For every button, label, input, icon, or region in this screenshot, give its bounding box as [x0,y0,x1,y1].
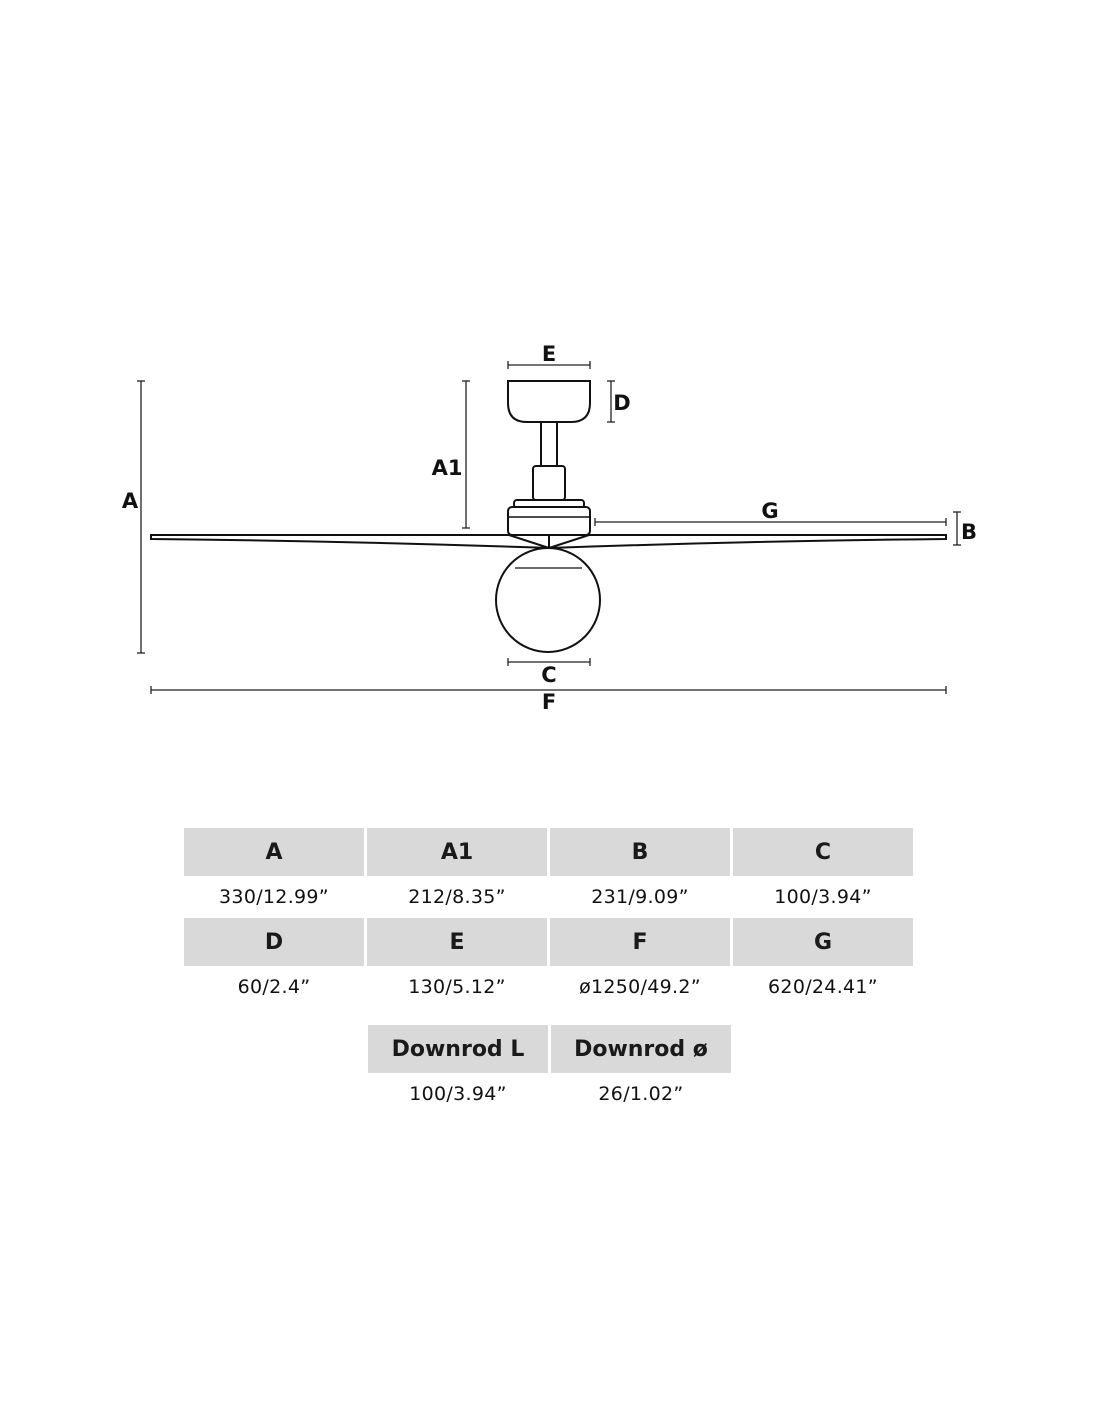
blade-left [150,534,550,549]
downrod [540,421,558,468]
blade-right [548,534,947,549]
spec-header-d: D [184,918,364,966]
dimension-labels: E D A1 A G B C F [122,342,977,714]
dim-label-a1: A1 [432,456,463,480]
spec-header-a1: A1 [367,828,547,876]
downrod-value-length: 100/3.94” [409,1083,507,1105]
fan-drawing [150,380,947,653]
dim-label-b: B [961,520,977,544]
motor-coupler [532,465,566,501]
spec-header-b: B [550,828,730,876]
downrod-header-length: Downrod L [368,1025,548,1073]
downrod-value-diameter: 26/1.02” [598,1083,684,1105]
motor-housing [507,506,591,536]
spec-value-f: ø1250/49.2” [579,976,701,998]
spec-value-d: 60/2.4” [237,976,311,998]
dim-label-a: A [122,489,139,513]
spec-value-e: 130/5.12” [408,976,506,998]
ceiling-canopy [507,380,591,423]
dim-label-d: D [613,391,630,415]
spec-header-f: F [550,918,730,966]
spec-value-g: 620/24.41” [768,976,878,998]
dim-label-e: E [542,342,556,366]
fan-dimension-diagram: E D A1 A G B C F [122,342,977,714]
dim-label-c: C [541,663,556,687]
spec-value-a: 330/12.99” [219,886,329,908]
dimension-lines [137,361,961,694]
spec-header-e: E [367,918,547,966]
spec-value-a1: 212/8.35” [408,886,506,908]
spec-value-b: 231/9.09” [591,886,689,908]
spec-header-g: G [733,918,913,966]
dim-label-f: F [542,690,556,714]
dimension-spec-table: A A1 B C 330/12.99” 212/8.35” 231/9.09” … [184,828,913,1008]
dim-label-g: G [761,499,778,523]
downrod-spec-table: Downrod L Downrod ø 100/3.94” 26/1.02” [368,1025,731,1115]
spec-header-c: C [733,828,913,876]
globe-light [495,547,601,653]
spec-value-c: 100/3.94” [774,886,872,908]
spec-header-a: A [184,828,364,876]
downrod-header-diameter: Downrod ø [551,1025,731,1073]
